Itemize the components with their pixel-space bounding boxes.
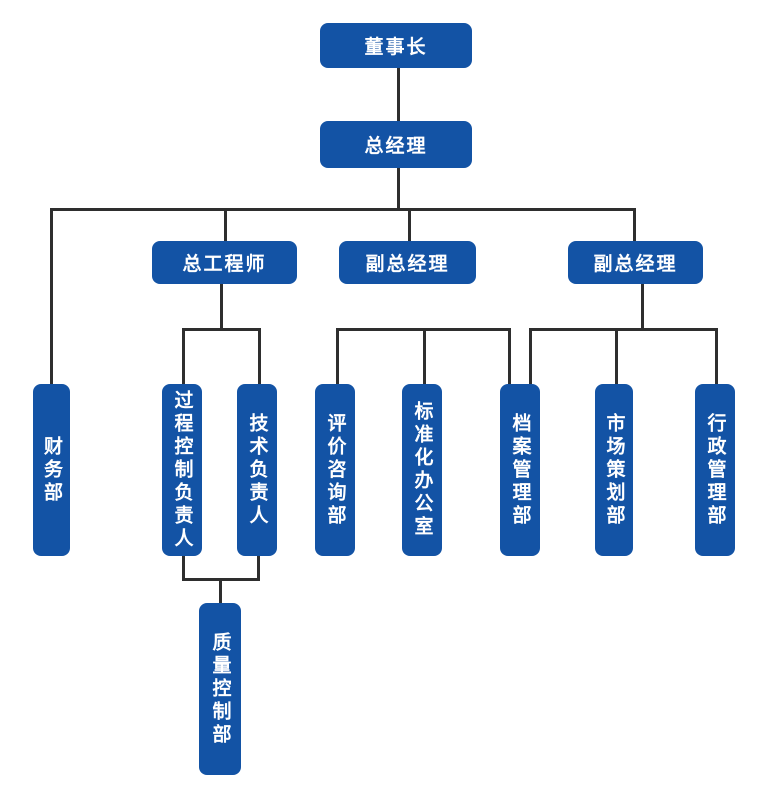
connector-deputy-2-stem xyxy=(641,284,644,330)
node-administration-dept: 行政管理部 xyxy=(695,384,735,556)
node-general-manager: 总经理 xyxy=(320,121,472,168)
connector-drop-chief-engineer xyxy=(224,208,227,241)
connector-drop-process-control xyxy=(182,328,185,384)
connector-chairman-gm xyxy=(397,68,400,121)
connector-drop-marketing xyxy=(615,328,618,384)
node-quality-control-dept: 质量控制部 xyxy=(199,603,241,775)
node-marketing-planning-dept: 市场策划部 xyxy=(595,384,633,556)
connector-drop-technical xyxy=(258,328,261,384)
node-deputy-general-manager-2: 副总经理 xyxy=(568,241,703,284)
connector-drop-archives-left xyxy=(508,328,511,384)
connector-drop-archives-right xyxy=(529,328,532,384)
node-finance-dept: 财务部 xyxy=(33,384,70,556)
connector-drop-quality-control xyxy=(219,578,222,603)
node-chief-engineer: 总工程师 xyxy=(152,241,297,284)
node-deputy-general-manager-1: 副总经理 xyxy=(339,241,476,284)
node-technical-manager: 技术负责人 xyxy=(237,384,277,556)
connector-drop-standardization xyxy=(423,328,426,384)
node-evaluation-consulting-dept: 评价咨询部 xyxy=(315,384,355,556)
connector-drop-finance xyxy=(50,208,53,384)
connector-technical-stem xyxy=(257,556,260,580)
node-process-control-manager: 过程控制负责人 xyxy=(162,384,202,556)
connector-process-control-stem xyxy=(182,556,185,580)
connector-chief-engineer-rail xyxy=(182,328,261,331)
node-standardization-office: 标准化办公室 xyxy=(402,384,442,556)
connector-main-rail xyxy=(50,208,636,211)
connector-drop-administration xyxy=(715,328,718,384)
connector-drop-deputy-1 xyxy=(408,208,411,241)
connector-right-rail xyxy=(529,328,718,331)
connector-gm-rail xyxy=(397,168,400,211)
node-chairman: 董事长 xyxy=(320,23,472,68)
connector-drop-evaluation xyxy=(336,328,339,384)
connector-chief-engineer-stem xyxy=(220,284,223,330)
node-archives-management-dept: 档案管理部 xyxy=(500,384,540,556)
connector-drop-deputy-2 xyxy=(633,208,636,241)
